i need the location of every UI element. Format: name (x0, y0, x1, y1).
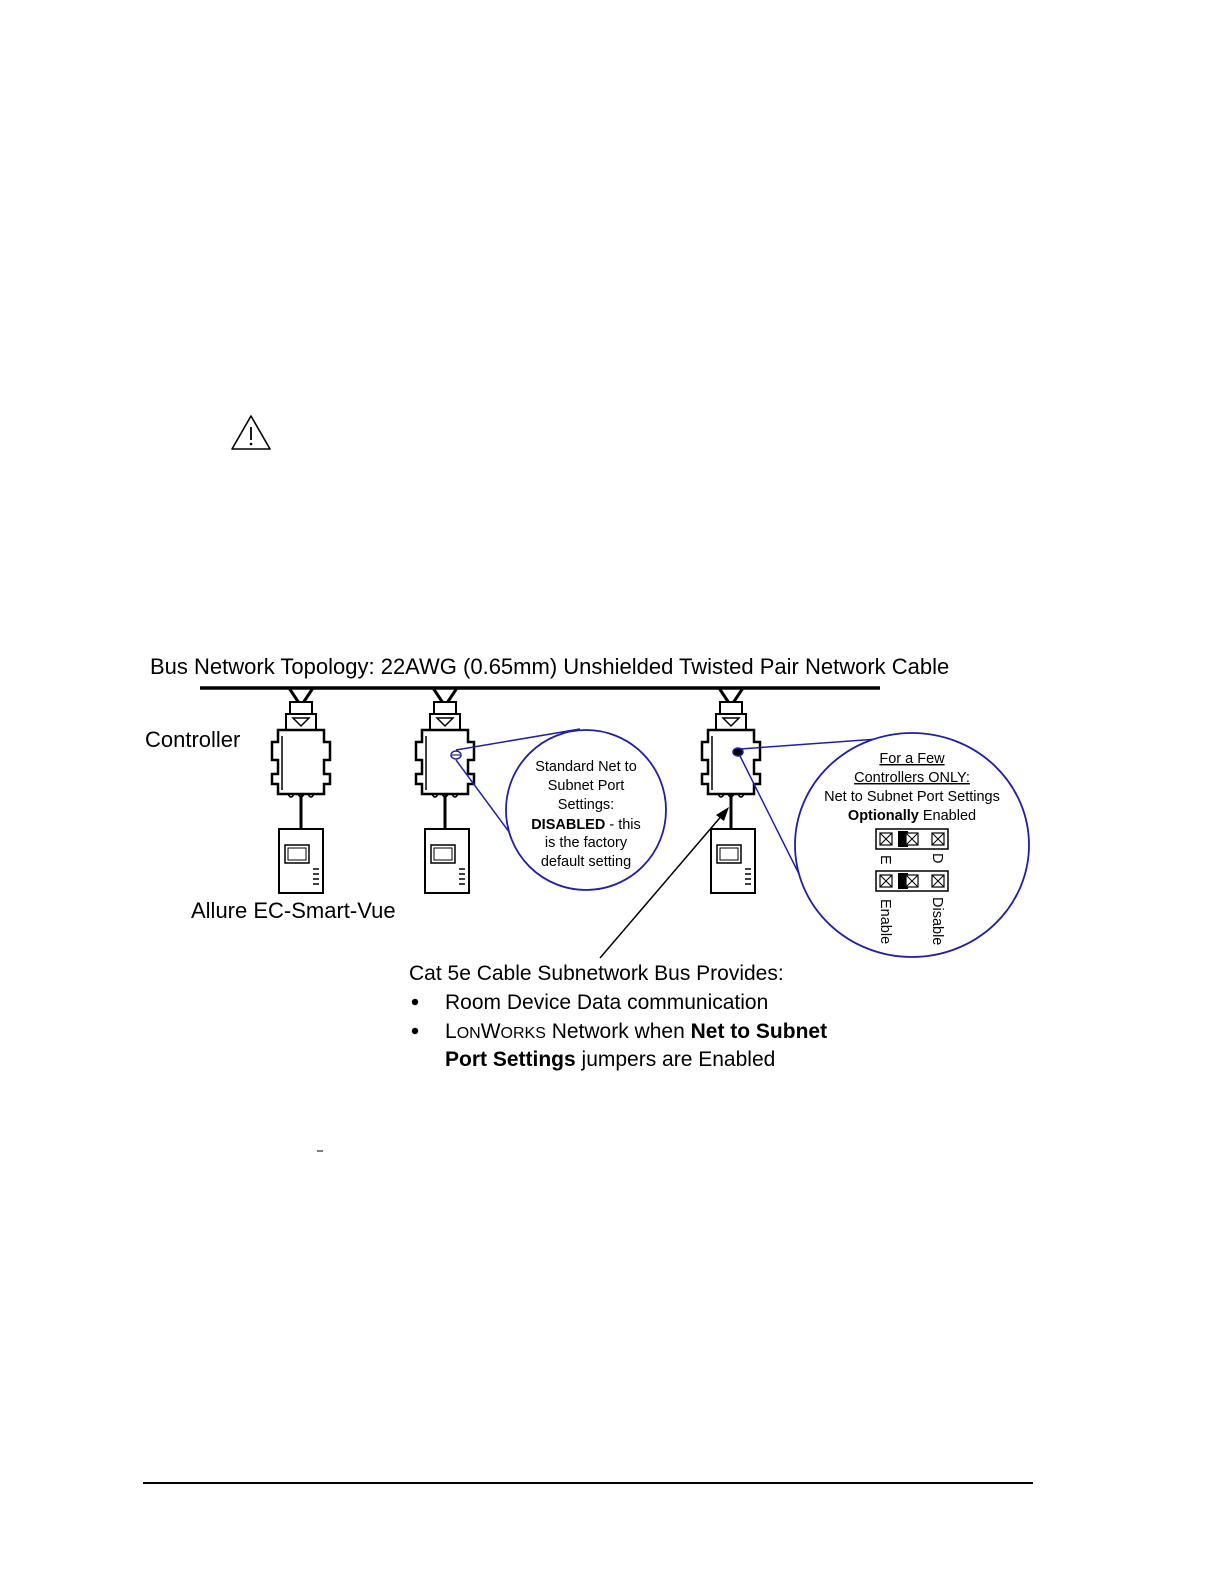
cat5e-description: Cat 5e Cable Subnetwork Bus Provides: Ro… (409, 962, 827, 1071)
smart-vue-2 (424, 828, 470, 894)
callout-standard-line4-rest: - this (605, 817, 640, 833)
cat5e-arrow (599, 807, 729, 959)
jumper-2 (875, 870, 949, 892)
callout-optional-line3: Net to Subnet Port Settings (824, 789, 1000, 805)
smart-vue-1 (278, 828, 324, 894)
callout-optional-line4: Optionally Enabled (848, 808, 976, 824)
bullet2-bold2: Port Settings (445, 1048, 576, 1071)
controller-label: Controller (145, 727, 240, 752)
callout-optional-line2: Controllers ONLY: (854, 770, 970, 786)
lon-ORKS: ORKS (501, 1025, 546, 1042)
bullet-icon (411, 998, 419, 1006)
warning-triangle-icon (231, 415, 271, 450)
cat5e-bullet2-cont: Port Settings jumpers are Enabled (445, 1048, 775, 1071)
bullet2-end: jumpers are Enabled (576, 1048, 776, 1071)
callout-standard-line1: Standard Net to (535, 759, 637, 775)
callout-standard-line4: DISABLED - this (531, 817, 641, 833)
smart-vue-3 (710, 828, 756, 894)
jumper-enable-label: Enable (877, 899, 893, 944)
bullet2-mid: Network when (546, 1020, 691, 1043)
callout-optional-line1: For a Few (879, 751, 945, 767)
jumper-d-label: D (929, 853, 945, 863)
controller-1 (270, 700, 332, 799)
callout-standard-line5: is the factory (545, 835, 628, 851)
callout-optional-optionally: Optionally (848, 808, 919, 824)
port-indicator-enabled (732, 747, 744, 757)
callout-optional: For a Few Controllers ONLY: Net to Subne… (739, 732, 1030, 958)
cat5e-heading: Cat 5e Cable Subnetwork Bus Provides: (409, 962, 784, 985)
topology-title: Bus Network Topology: 22AWG (0.65mm) Uns… (150, 654, 949, 679)
jumper-e-label: E (877, 855, 893, 865)
controller-3 (700, 700, 762, 799)
smart-vue-label: Allure EC-Smart-Vue (191, 898, 396, 923)
callout-optional-line4-rest: Enabled (919, 808, 976, 824)
port-indicator-disabled (450, 750, 462, 760)
callout-standard-disabled: DISABLED (531, 817, 605, 833)
callout-standard-line3: Settings: (558, 797, 614, 813)
callout-standard-line6: default setting (541, 854, 631, 870)
controller-2 (414, 700, 476, 799)
cat5e-bullet1: Room Device Data communication (445, 991, 768, 1014)
jumper-1 (875, 828, 949, 850)
lon-L: L (445, 1020, 457, 1043)
lon-ON: ON (457, 1025, 481, 1042)
jumper-disable-label: Disable (929, 897, 945, 945)
bullet-icon (411, 1027, 419, 1035)
callout-standard: Standard Net to Subnet Port Settings: DI… (455, 728, 667, 891)
lon-W: W (481, 1020, 501, 1043)
cat5e-bullet2: LONWORKS Network when Net to Subnet (445, 1020, 827, 1043)
bullet2-bold1: Net to Subnet (691, 1020, 828, 1043)
callout-standard-line2: Subnet Port (548, 778, 625, 794)
